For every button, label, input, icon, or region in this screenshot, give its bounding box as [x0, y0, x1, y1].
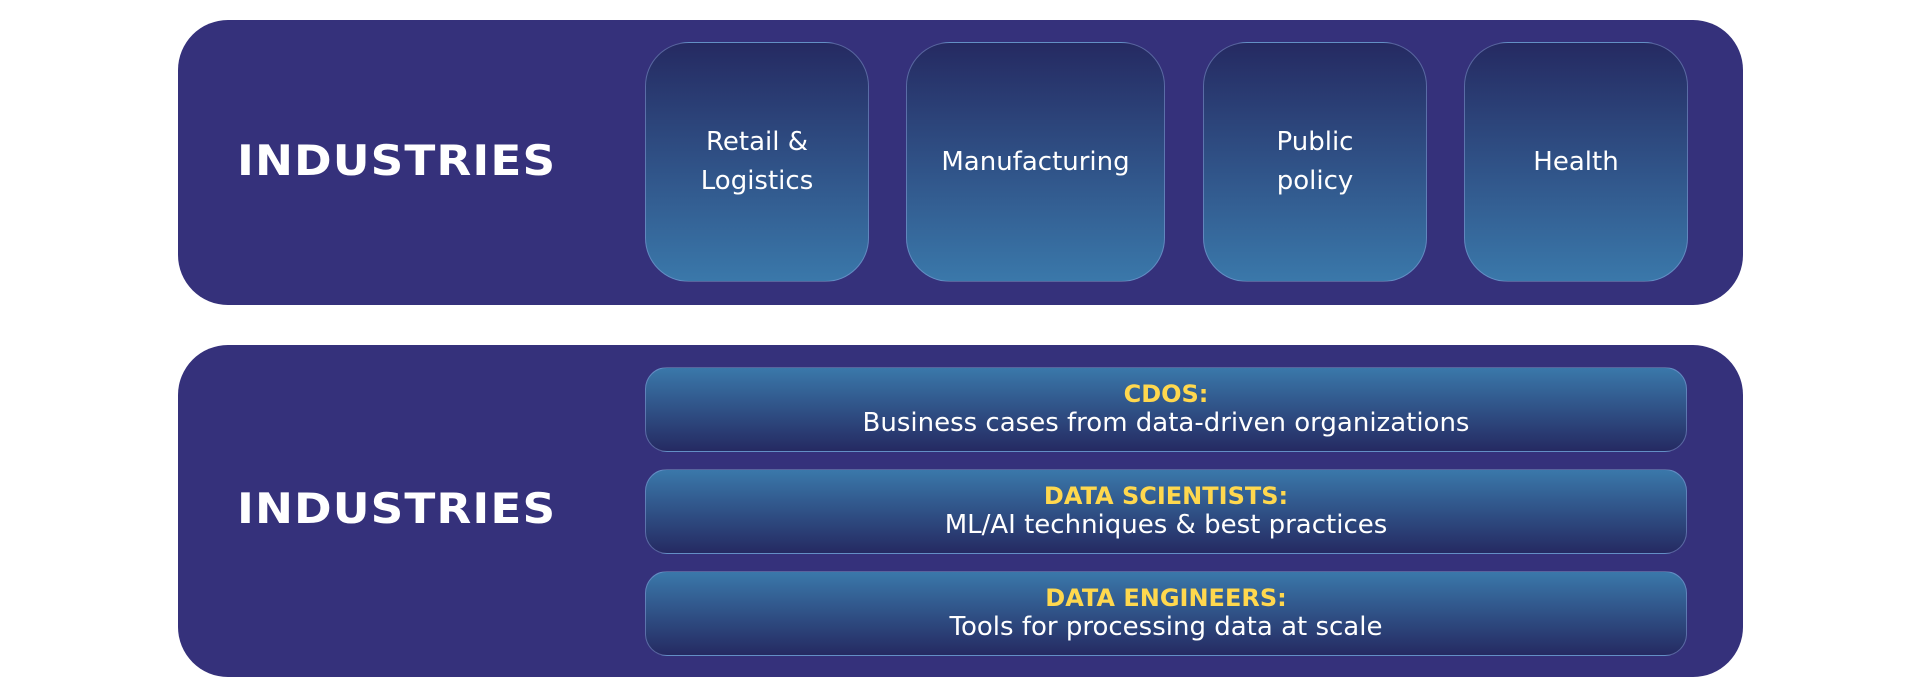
industries-title: INDUSTRIES — [237, 136, 557, 185]
industries-panel: INDUSTRIES Retail & Logistics Manufactur… — [178, 20, 1743, 305]
industry-label: Public policy — [1276, 127, 1354, 196]
role-heading: DATA SCIENTISTS: — [1043, 482, 1289, 510]
role-bar-cdos: CDOS: Business cases from data-driven or… — [645, 367, 1687, 452]
role-heading: DATA ENGINEERS: — [1045, 584, 1287, 612]
industry-label: Manufacturing — [941, 146, 1130, 177]
roles-panel: INDUSTRIES CDOS: Business cases from dat… — [178, 345, 1743, 677]
role-bar-data-engineers: DATA ENGINEERS: Tools for processing dat… — [645, 571, 1687, 656]
role-heading: CDOS: — [1123, 380, 1209, 408]
role-description: Business cases from data-driven organiza… — [862, 408, 1470, 438]
role-bar-data-scientists: DATA SCIENTISTS: ML/AI techniques & best… — [645, 469, 1687, 554]
industry-label: Health — [1533, 146, 1619, 177]
industry-card-health: Health — [1464, 42, 1688, 282]
role-description: ML/AI techniques & best practices — [944, 510, 1388, 540]
industry-card-manufacturing: Manufacturing — [906, 42, 1165, 282]
industry-card-public-policy: Public policy — [1203, 42, 1427, 282]
roles-panel-title: INDUSTRIES — [237, 484, 557, 533]
industry-card-retail-logistics: Retail & Logistics — [645, 42, 869, 282]
role-description: Tools for processing data at scale — [949, 612, 1383, 642]
industry-label: Retail & Logistics — [700, 127, 814, 196]
